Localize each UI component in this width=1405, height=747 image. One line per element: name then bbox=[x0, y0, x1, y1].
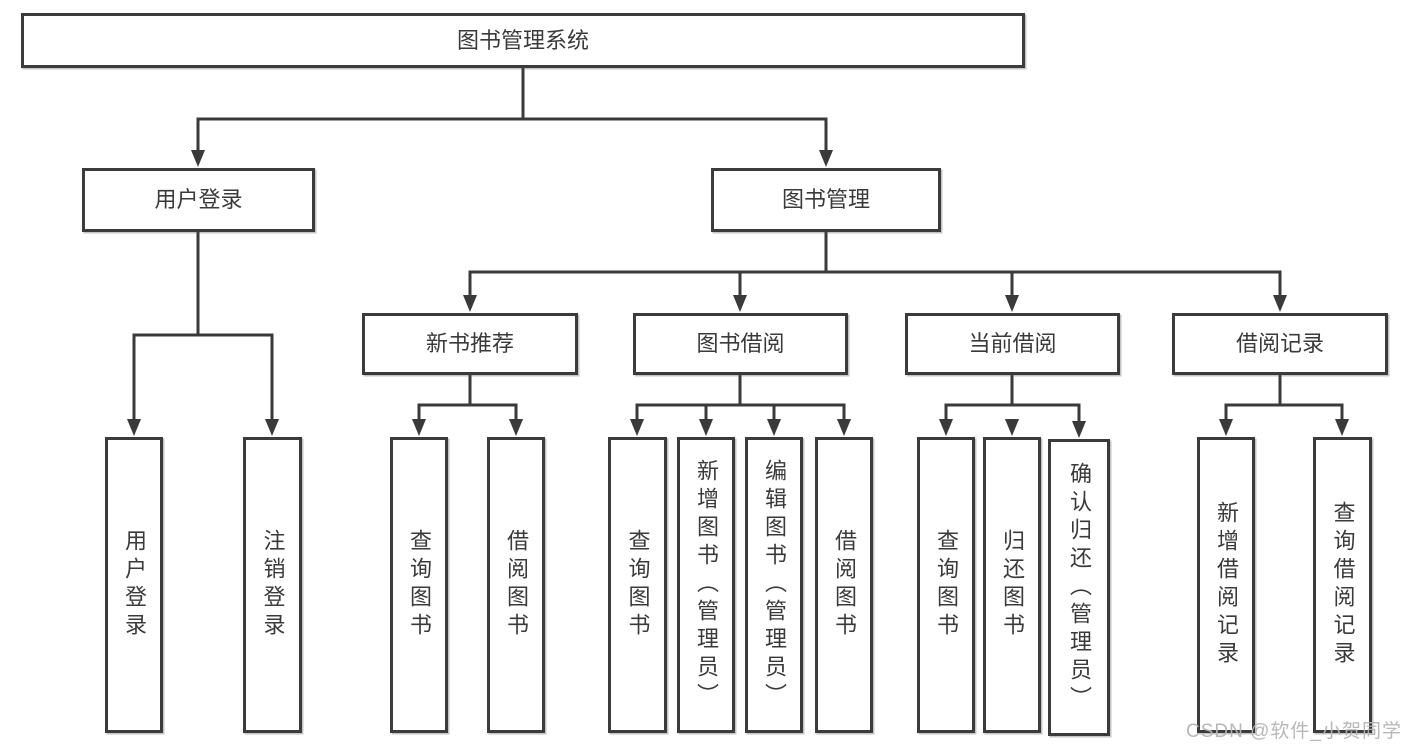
leaf-confirm-return-admin: 确认归还（管理员） bbox=[1048, 439, 1110, 736]
node-library-system: 图书管理系统 bbox=[21, 13, 1025, 68]
leaf-query-borrow-record: 查询借阅记录 bbox=[1313, 437, 1372, 733]
leaf-add-books-admin: 新增图书（管理员） bbox=[677, 437, 735, 733]
node-book-borrow: 图书借阅 bbox=[633, 313, 848, 375]
leaf-return-books: 归还图书 bbox=[983, 437, 1041, 733]
leaf-query-books-1: 查询图书 bbox=[390, 437, 448, 733]
leaf-logout: 注销登录 bbox=[243, 437, 302, 733]
leaf-borrow-books-2: 借阅图书 bbox=[815, 437, 873, 733]
node-current-borrow: 当前借阅 bbox=[905, 313, 1120, 375]
node-user-login: 用户登录 bbox=[82, 168, 315, 232]
leaf-query-books-3: 查询图书 bbox=[917, 437, 975, 733]
leaf-borrow-books-1: 借阅图书 bbox=[487, 437, 545, 733]
leaf-edit-books-admin: 编辑图书（管理员） bbox=[745, 437, 803, 733]
leaf-user-login: 用户登录 bbox=[105, 437, 163, 733]
leaf-add-borrow-record: 新增借阅记录 bbox=[1197, 437, 1255, 733]
csdn-watermark: CSDN @软件_小贺同学 bbox=[1186, 721, 1402, 742]
leaf-query-books-2: 查询图书 bbox=[608, 437, 667, 733]
node-book-management: 图书管理 bbox=[711, 168, 941, 232]
node-borrow-records: 借阅记录 bbox=[1172, 313, 1388, 375]
node-new-book-recommend: 新书推荐 bbox=[362, 313, 578, 375]
